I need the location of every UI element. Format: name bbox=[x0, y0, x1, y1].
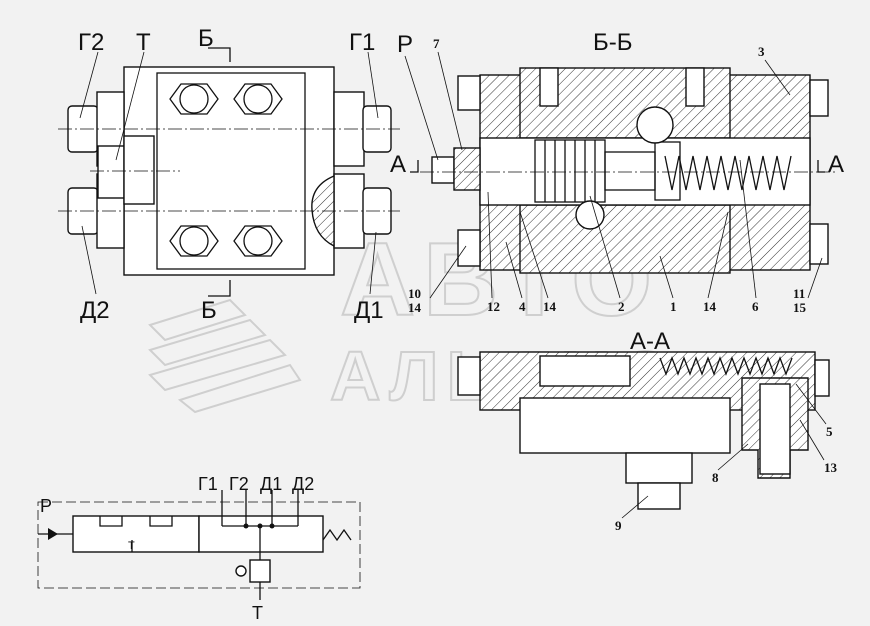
callout-9: 9 bbox=[615, 518, 622, 533]
callout-14-right: 14 bbox=[703, 299, 717, 314]
callout-1: 1 bbox=[670, 299, 677, 314]
spring-symbol-icon bbox=[322, 528, 352, 542]
schematic-port-g1: Г1 bbox=[198, 474, 218, 494]
callout-3: 3 bbox=[758, 44, 765, 59]
hydraulic-schematic: T P T Г1 Г2 Д1 Д2 bbox=[37, 474, 361, 623]
section-bb: Б-Б P А А 7 3 10 14 12 4 14 2 1 14 6 11 … bbox=[390, 29, 844, 315]
port-notch bbox=[149, 516, 173, 527]
cover-bolts bbox=[169, 83, 283, 257]
section-aa-title: А-А bbox=[630, 328, 670, 355]
section-arrow-right bbox=[817, 160, 825, 173]
bolt-head bbox=[169, 83, 219, 115]
port-notch bbox=[99, 516, 123, 527]
callout-4: 4 bbox=[519, 299, 526, 314]
schematic-frame bbox=[37, 501, 361, 589]
fitting-nut-t bbox=[123, 135, 155, 205]
section-bb-title: Б-Б bbox=[593, 29, 633, 56]
schematic-port-g2: Г2 bbox=[229, 474, 249, 494]
bolt-washer bbox=[243, 84, 273, 114]
callout-13: 13 bbox=[824, 460, 838, 475]
section-mark-top bbox=[208, 47, 231, 62]
bolt-head bbox=[233, 83, 283, 115]
callout-2: 2 bbox=[618, 299, 625, 314]
spool-spring bbox=[664, 155, 792, 191]
callout-5: 5 bbox=[826, 424, 833, 439]
section-mark-bottom bbox=[208, 280, 231, 297]
callout-6: 6 bbox=[752, 299, 759, 314]
label-b-bottom: Б bbox=[201, 297, 217, 324]
label-t: T bbox=[136, 29, 151, 56]
relief-ball bbox=[575, 200, 605, 230]
screw-top-left bbox=[539, 67, 559, 107]
spool bbox=[534, 139, 681, 203]
label-b-top: Б bbox=[198, 25, 214, 52]
callout-10: 10 bbox=[408, 286, 421, 301]
check-ball bbox=[636, 106, 674, 144]
inlet-nut bbox=[453, 147, 481, 191]
label-d2: Д2 bbox=[80, 297, 110, 324]
screw-top-right bbox=[685, 67, 705, 107]
bolt-washer bbox=[179, 226, 209, 256]
valve-position-right bbox=[198, 515, 324, 553]
watermark-emblem bbox=[148, 298, 302, 414]
schematic-port-p: P bbox=[40, 496, 52, 516]
cap-bottom-right bbox=[809, 223, 829, 265]
bolt-head bbox=[169, 225, 219, 257]
bottom-nut bbox=[625, 452, 693, 484]
section-aa-lower-block bbox=[519, 397, 731, 454]
callout-14-mid: 14 bbox=[543, 299, 557, 314]
valve-position-left bbox=[72, 515, 200, 553]
fitting-t bbox=[97, 145, 125, 199]
label-d1: Д1 bbox=[354, 297, 384, 324]
label-section-a-right: А bbox=[828, 151, 844, 178]
pressure-arrow-icon bbox=[48, 528, 58, 540]
section-bb-lower-block bbox=[519, 204, 731, 274]
bottom-plug bbox=[637, 482, 681, 510]
valve-body-outline bbox=[123, 66, 335, 276]
section-aa-spool bbox=[539, 355, 631, 387]
section-aa: А-А 5 13 8 9 bbox=[457, 328, 838, 533]
inlet-fitting bbox=[431, 156, 455, 184]
callout-14-left: 14 bbox=[408, 300, 422, 315]
callout-7: 7 bbox=[433, 36, 440, 51]
schematic-t-inner: T bbox=[128, 540, 135, 552]
schematic-port-t: T bbox=[252, 603, 263, 623]
callouts-bb: 7 3 10 14 12 4 14 2 1 14 6 11 15 bbox=[404, 36, 823, 315]
callout-11: 11 bbox=[793, 286, 805, 301]
schematic-port-d1: Д1 bbox=[260, 474, 282, 494]
bolt-washer bbox=[179, 84, 209, 114]
cap-top-right bbox=[809, 79, 829, 117]
spool-bore bbox=[479, 137, 811, 206]
section-aa-left-cap bbox=[457, 356, 481, 396]
outlet-bore bbox=[759, 383, 791, 475]
check-valve-symbol bbox=[249, 559, 271, 583]
bolt-head bbox=[233, 225, 283, 257]
callouts-aa: 5 13 8 9 bbox=[615, 383, 838, 533]
label-section-a-left: А bbox=[390, 151, 406, 178]
schematic-port-d2: Д2 bbox=[292, 474, 314, 494]
section-aa-right-cap bbox=[814, 359, 830, 397]
cap-top-left bbox=[457, 75, 481, 111]
check-ball-icon bbox=[235, 565, 247, 577]
section-aa-spring bbox=[659, 356, 793, 376]
callout-12: 12 bbox=[487, 299, 500, 314]
cap-bottom-left bbox=[457, 229, 481, 267]
section-arrow-left bbox=[410, 160, 419, 173]
label-port-p: P bbox=[397, 31, 413, 58]
label-g2: Г2 bbox=[78, 29, 104, 56]
callout-8: 8 bbox=[712, 470, 719, 485]
label-g1: Г1 bbox=[349, 29, 375, 56]
callout-15: 15 bbox=[793, 300, 807, 315]
top-view: Г2 T Б Г1 Д2 Б Д1 bbox=[58, 25, 400, 324]
bolt-washer bbox=[243, 226, 273, 256]
leader-lines bbox=[79, 51, 379, 295]
